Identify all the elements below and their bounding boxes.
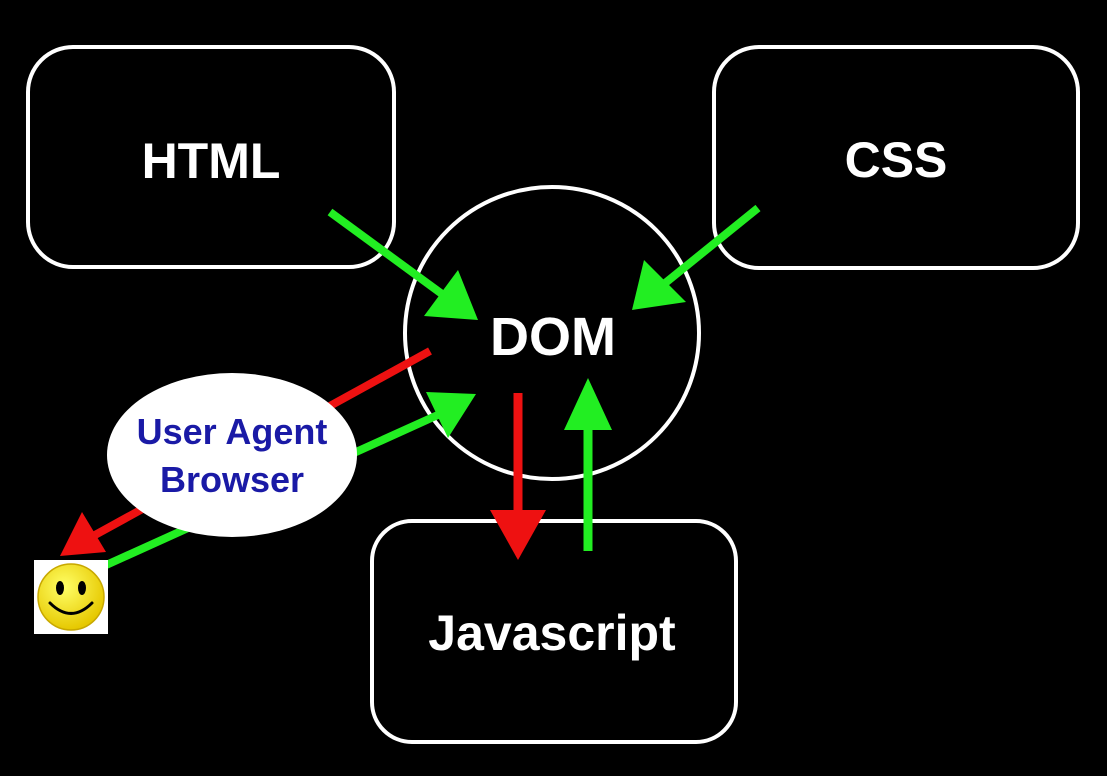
arrow-dom-to-javascript <box>490 393 546 560</box>
arrow-css-to-dom <box>632 204 761 310</box>
user-agent-ellipse <box>107 373 357 537</box>
dom-node: DOM <box>403 185 701 481</box>
user-agent-node: User Agent Browser <box>107 373 357 537</box>
smiley-face-icon <box>34 560 108 634</box>
dom-label: DOM <box>490 307 616 367</box>
javascript-node: Javascript <box>370 519 738 744</box>
css-node: CSS <box>712 45 1080 270</box>
css-box <box>712 45 1080 270</box>
html-node: HTML <box>26 45 396 269</box>
javascript-box <box>370 519 738 744</box>
arrow-javascript-to-dom <box>564 378 612 551</box>
javascript-label: Javascript <box>428 605 676 661</box>
html-label: HTML <box>142 133 281 189</box>
user-agent-label-line2: Browser <box>160 459 304 500</box>
arrow-html-to-dom <box>327 208 478 320</box>
css-label: CSS <box>845 132 948 188</box>
user-agent-label-line1: User Agent <box>137 411 328 452</box>
dom-circle <box>403 185 701 481</box>
html-box <box>26 45 396 269</box>
